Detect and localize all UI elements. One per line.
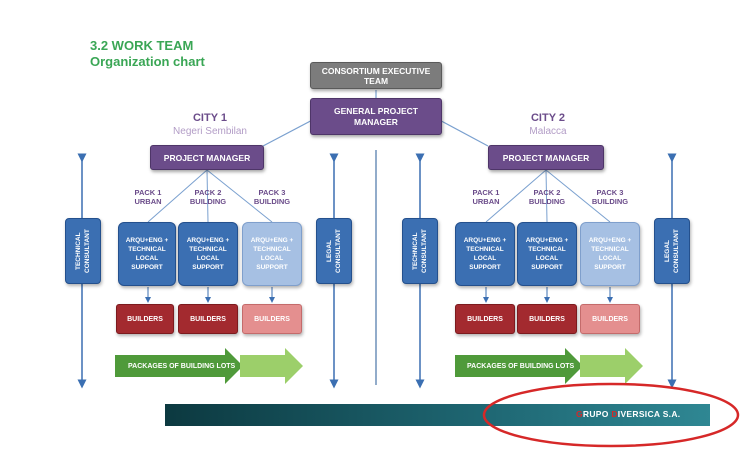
city2-pack1-builders-box: BUILDERS (455, 304, 515, 334)
city1-title: CITY 1 (192, 112, 228, 124)
city1-subtitle: Negeri Sembilan (173, 126, 247, 137)
city2-legal-consultant-box: LEGAL CONSULTANT (654, 218, 690, 284)
city1-technical-consultant-box: TECHNICAL CONSULTANT (65, 218, 101, 284)
footer-bar (165, 404, 710, 426)
city1-pack2-support-box: ARQU+ENG + TECHNICAL LOCAL SUPPORT (178, 222, 238, 286)
city2-technical-consultant-box: TECHNICAL CONSULTANT (402, 218, 438, 284)
city2-subtitle: Malacca (529, 126, 567, 137)
city1-legal-consultant-box: LEGAL CONSULTANT (316, 218, 352, 284)
city2-pack1-support-box: ARQU+ENG + TECHNICAL LOCAL SUPPORT (455, 222, 515, 286)
city1-pack1-builders-box: BUILDERS (116, 304, 174, 334)
city1-packages-label: PACKAGES OF BUILDING LOTS (128, 362, 236, 370)
city1-pack3-builders-box: BUILDERS (242, 304, 302, 334)
brand-name: GRUPO DIVERSICA S.A. (576, 409, 681, 419)
city2-packages-label: PACKAGES OF BUILDING LOTS (467, 362, 575, 370)
city2-pack3-builders-box: BUILDERS (580, 304, 640, 334)
general-project-manager-box: GENERAL PROJECT MANAGER (310, 98, 442, 135)
city1-pack2-builders-box: BUILDERS (178, 304, 238, 334)
city1-project-manager-box: PROJECT MANAGER (150, 145, 264, 170)
city2-pack2-builders-box: BUILDERS (517, 304, 577, 334)
city2-project-manager-box: PROJECT MANAGER (488, 145, 604, 170)
section-title: 3.2 WORK TEAM (90, 38, 194, 53)
consortium-executive-team-box: CONSORTIUM EXECUTIVE TEAM (310, 62, 442, 89)
city2-title: CITY 2 (530, 112, 566, 124)
city1-pack1-support-box: ARQU+ENG + TECHNICAL LOCAL SUPPORT (118, 222, 176, 286)
city2-pack2-support-box: ARQU+ENG + TECHNICAL LOCAL SUPPORT (517, 222, 577, 286)
highlight-ellipse (482, 382, 740, 448)
section-subtitle: Organization chart (90, 54, 205, 69)
city2-pack3-support-box: ARQU+ENG + TECHNICAL LOCAL SUPPORT (580, 222, 640, 286)
city1-pack3-support-box: ARQU+ENG + TECHNICAL LOCAL SUPPORT (242, 222, 302, 286)
